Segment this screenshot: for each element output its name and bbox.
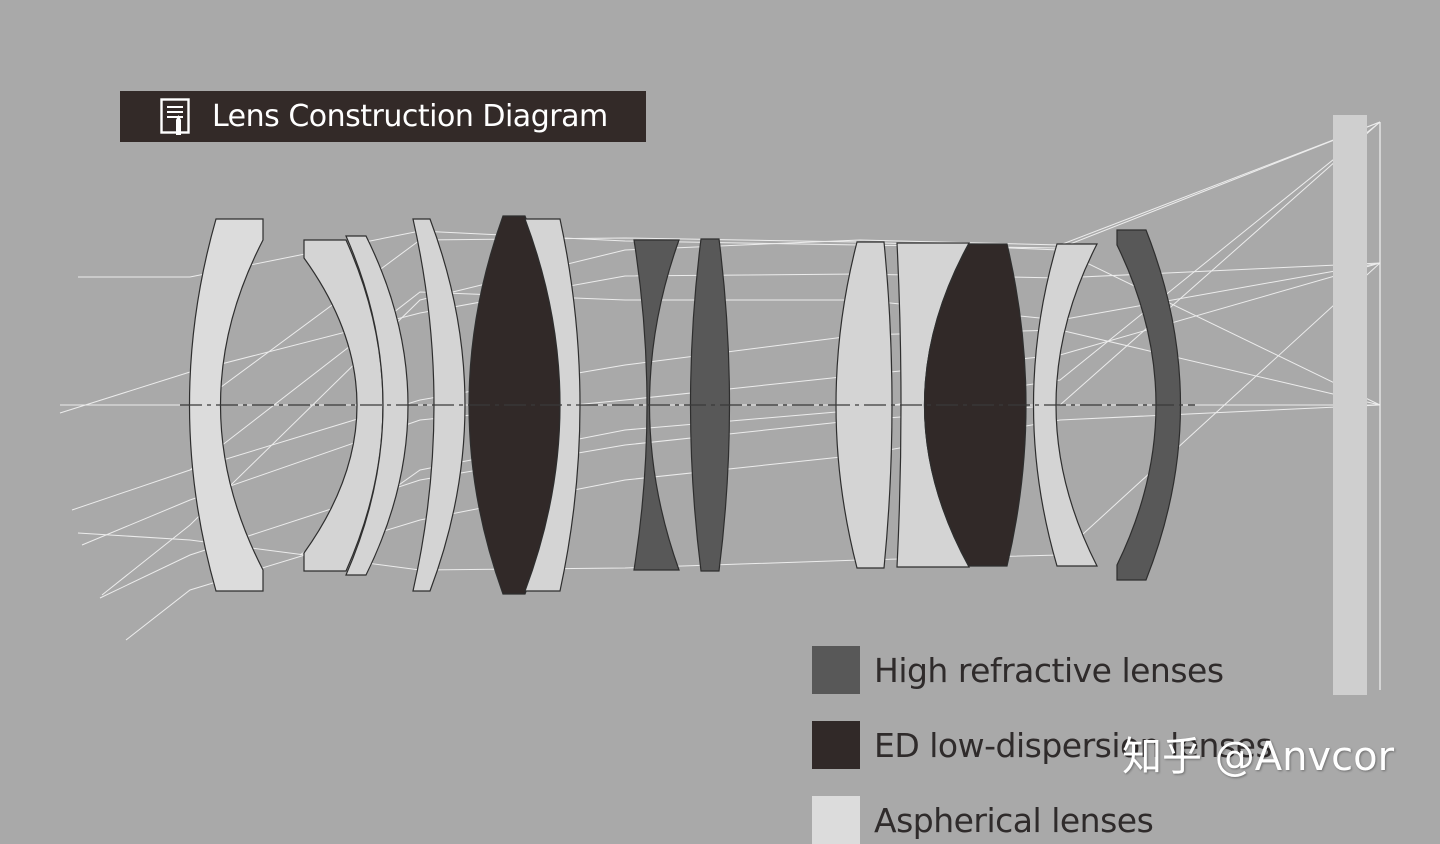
legend-item-aspherical: Aspherical lenses: [812, 796, 1154, 844]
page-title: Lens Construction Diagram: [212, 99, 608, 134]
lens-elements: [188, 215, 1182, 595]
sensor-filter: [1333, 115, 1367, 695]
lens-diagram: Lens Construction Diagram High refractiv…: [59, 91, 1395, 844]
legend-label-high-refractive: High refractive lenses: [874, 650, 1224, 690]
lens-element-6: [524, 218, 581, 592]
legend-swatch-aspherical: [812, 796, 860, 844]
lens-element-13: [1116, 229, 1182, 581]
lens-element-8: [689, 238, 731, 572]
light-ray-7: [125, 404, 1381, 641]
light-ray-12: [299, 121, 1381, 556]
title-banner: Lens Construction Diagram: [120, 91, 646, 142]
light-ray-1: [78, 121, 1381, 278]
lens-diagram-svg: [59, 115, 1381, 695]
lens-element-3: [345, 235, 409, 576]
light-ray-10: [189, 237, 1381, 411]
document-pencil-icon: [160, 97, 190, 135]
lens-element-12: [1032, 243, 1098, 567]
legend-label-ed-low-dispersion: ED low-dispersion lenses: [874, 725, 1273, 765]
legend-swatch-high-refractive: [812, 646, 860, 694]
legend-item-ed-low-dispersion: ED low-dispersion lenses: [812, 721, 1273, 769]
light-ray-5: [81, 262, 1381, 546]
light-ray-9: [101, 121, 1381, 596]
watermark: 知乎 @Anvcor: [1122, 734, 1395, 780]
legend-item-high-refractive: High refractive lenses: [812, 646, 1224, 694]
lens-element-7: [633, 239, 680, 571]
lens-element-1: [188, 218, 264, 592]
legend-label-aspherical: Aspherical lenses: [874, 800, 1154, 840]
legend-swatch-ed-low-dispersion: [812, 721, 860, 769]
